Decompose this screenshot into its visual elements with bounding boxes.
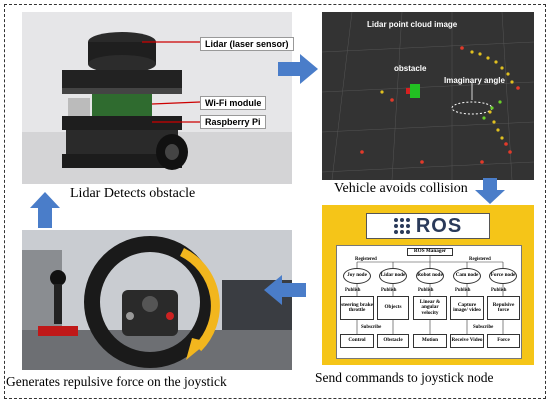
topic-velocity: Linear & angular velocity — [413, 296, 447, 320]
ros-logo-text: ROS — [415, 214, 463, 237]
lidar-node: Lidar node — [379, 268, 407, 284]
output-force: Force — [487, 334, 520, 348]
publish-label: Publish — [491, 288, 507, 293]
imaginary-angle-label: Imaginary angle — [444, 76, 505, 85]
topic-capture: Capture image/ video — [450, 296, 484, 320]
caption-generates-force: Generates repulsive force on the joystic… — [6, 374, 227, 389]
robot-node: Robot node — [416, 268, 444, 284]
point-cloud-label: Lidar point cloud image — [367, 20, 458, 29]
joy-node: Joy node — [343, 268, 371, 284]
publish-label: Publish — [418, 288, 434, 293]
topic-steering: steering brake throttle — [340, 296, 374, 320]
topic-objects: Objects — [377, 296, 409, 320]
registered-left-label: Registered — [355, 257, 377, 262]
caption-send-commands: Send commands to joystick node — [315, 370, 494, 385]
steering-wheel-illustration — [22, 230, 292, 370]
output-control: Control — [340, 334, 374, 348]
output-obstacle: Obstacle — [377, 334, 409, 348]
obstacle-label: obstacle — [394, 64, 427, 73]
lidar-callout: Lidar (laser sensor) — [200, 37, 294, 51]
topic-repulsive-force: Repulsive force — [487, 296, 520, 320]
caption-lidar-detects: Lidar Detects obstacle — [70, 186, 196, 201]
output-receive-video: Receive Video — [450, 334, 484, 348]
subscribe-right-label: Subscribe — [473, 325, 494, 330]
caption-vehicle-avoids: Vehicle avoids collision — [334, 181, 468, 196]
ros-logo: ROS — [366, 213, 490, 239]
registered-right-label: Registered — [469, 257, 491, 262]
robot-illustration — [22, 12, 292, 184]
output-motion: Motion — [413, 334, 447, 348]
wifi-callout: Wi-Fi module — [200, 96, 267, 110]
publish-label: Publish — [345, 288, 361, 293]
lidar-point-cloud-image — [322, 12, 534, 180]
subscribe-left-label: Subscribe — [361, 325, 382, 330]
publish-label: Publish — [455, 288, 471, 293]
ros-manager-box: ROS Manager — [407, 248, 453, 256]
publish-label: Publish — [381, 288, 397, 293]
joystick-photo — [22, 230, 292, 370]
ros-dots-icon — [393, 218, 410, 234]
point-cloud-render — [322, 12, 534, 180]
cam-node: Cam node — [453, 268, 481, 284]
dashed-frame — [4, 4, 546, 399]
ros-connectors — [356, 256, 504, 334]
force-node: Force node — [489, 268, 517, 284]
robot-photo — [22, 12, 292, 184]
ros-architecture-diagram: ROS Manager Registered Registered Joy no… — [336, 245, 522, 359]
ros-panel: ROS ROS Manager Registered Registered Jo… — [322, 205, 534, 365]
raspberry-callout: Raspberry Pi — [200, 115, 266, 129]
